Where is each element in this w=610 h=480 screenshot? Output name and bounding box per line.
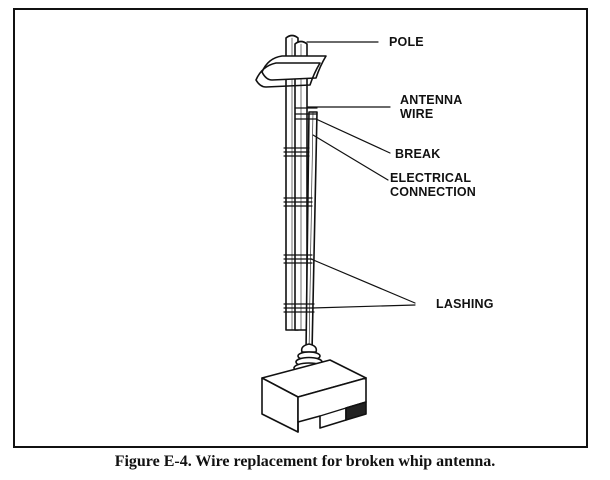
break-connection-bands bbox=[294, 107, 318, 120]
break-symbol bbox=[255, 55, 327, 88]
break-label: BREAK bbox=[395, 147, 441, 161]
pole-label: POLE bbox=[389, 35, 424, 49]
leader-lines bbox=[306, 41, 416, 309]
antenna-wire-label-line2: WIRE bbox=[400, 107, 434, 121]
lashing-bands bbox=[283, 147, 315, 313]
figure-caption: Figure E-4. Wire replacement for broken … bbox=[114, 453, 496, 470]
electrical-connection-label: ELECTRICAL CONNECTION bbox=[390, 171, 476, 199]
antenna-wire-label: ANTENNA WIRE bbox=[400, 93, 463, 121]
antenna-wire-label-line1: ANTENNA bbox=[400, 93, 463, 107]
lashing-label: LASHING bbox=[436, 297, 494, 311]
mount-block bbox=[261, 359, 367, 433]
electrical-connection-label-line1: ELECTRICAL bbox=[390, 171, 472, 185]
electrical-connection-label-line2: CONNECTION bbox=[390, 185, 477, 199]
